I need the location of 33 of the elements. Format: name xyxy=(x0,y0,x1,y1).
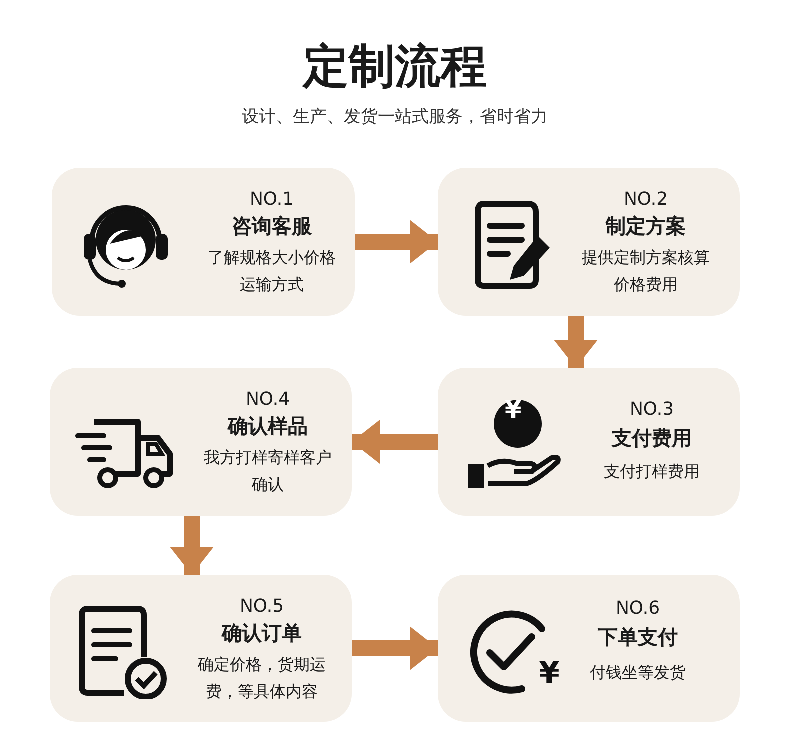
arrow xyxy=(352,626,438,670)
step-title: 确认样品 xyxy=(226,413,309,440)
step-title: 咨询客服 xyxy=(231,213,313,240)
step-title: 制定方案 xyxy=(604,213,687,240)
step-number: NO.1 xyxy=(248,188,296,212)
step-title: 下单支付 xyxy=(597,624,679,651)
step-description: 了解规格大小价格运输方式 xyxy=(207,247,337,296)
arrow xyxy=(355,220,438,264)
subtitle: 设计、生产、发货一站式服务，省时省力 xyxy=(241,106,549,129)
step-number: NO.4 xyxy=(244,388,292,412)
step-card xyxy=(438,368,740,516)
step-number: NO.5 xyxy=(238,595,286,619)
step-description: 确定价格，货期运费，等具体内容 xyxy=(197,654,327,703)
step-number: NO.6 xyxy=(614,597,662,621)
arrow xyxy=(352,420,438,464)
step-description: 支付打样费用 xyxy=(603,461,701,483)
title: 定制流程 xyxy=(301,38,488,95)
step-card xyxy=(438,168,740,316)
step-number: NO.3 xyxy=(628,398,676,422)
currency-sign: ¥ xyxy=(539,659,560,689)
step-description: 付钱坐等发货 xyxy=(589,662,687,684)
arrow xyxy=(554,316,598,368)
step-number: NO.2 xyxy=(622,188,670,212)
step-card xyxy=(50,368,352,516)
step-card xyxy=(52,168,355,316)
step-card xyxy=(438,575,740,722)
step-card xyxy=(50,575,352,722)
step-description: 提供定制方案核算价格费用 xyxy=(581,247,711,296)
currency-sign: ¥ xyxy=(505,398,522,422)
arrow xyxy=(170,516,214,575)
step-description: 我方打样寄样客户确认 xyxy=(203,447,333,496)
step-title: 支付费用 xyxy=(610,425,693,452)
step-title: 确认订单 xyxy=(220,620,303,647)
